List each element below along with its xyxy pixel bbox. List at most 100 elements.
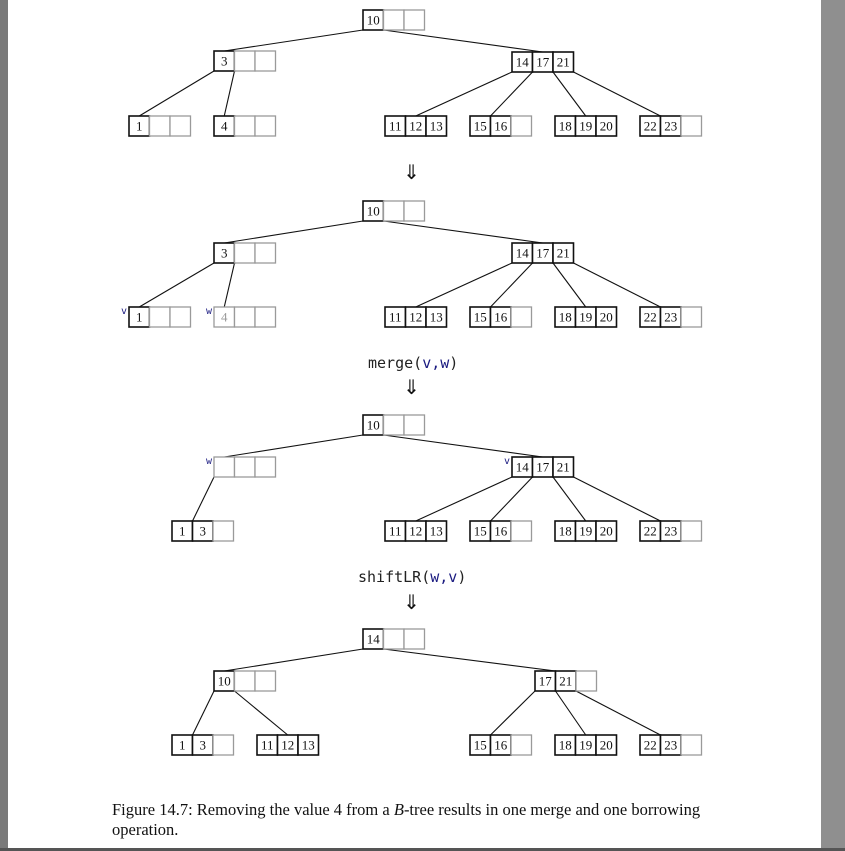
- key-cell: [595, 520, 618, 542]
- shift-arguments: w,v: [430, 568, 458, 586]
- node-pointer-label: w: [206, 306, 213, 317]
- page-right-border: [821, 0, 845, 851]
- key-value: 10: [367, 13, 380, 28]
- key-value: 21: [557, 55, 570, 70]
- tree-edge: [490, 690, 536, 736]
- key-value: 12: [409, 524, 422, 539]
- tree-edge: [573, 476, 661, 522]
- key-value: 18: [559, 119, 572, 134]
- key-value: 22: [644, 119, 657, 134]
- key-value: 15: [474, 738, 487, 753]
- key-value: 21: [557, 246, 570, 261]
- key-value: 12: [409, 310, 422, 325]
- node-pointer-label: w: [206, 456, 213, 467]
- key-cell: [552, 51, 575, 73]
- empty-key-cell: [254, 306, 277, 328]
- merge-arguments: v,w: [422, 354, 450, 372]
- key-value: 16: [494, 310, 508, 325]
- caption-text-after: -tree results in one merge and one borro…: [112, 800, 701, 839]
- key-value: 14: [516, 246, 530, 261]
- key-value: 14: [516, 460, 530, 475]
- btree-node: 10: [362, 414, 426, 436]
- tree-edge: [223, 70, 236, 117]
- key-value: 23: [664, 738, 677, 753]
- key-value: 18: [559, 738, 572, 753]
- btree-node: 1: [128, 115, 192, 137]
- key-value: 22: [644, 738, 657, 753]
- key-value: 12: [281, 738, 294, 753]
- key-value: 22: [644, 524, 657, 539]
- empty-key-cell: [148, 115, 171, 137]
- key-value: 10: [218, 674, 231, 689]
- key-cell: [425, 520, 448, 542]
- key-value: 16: [494, 738, 508, 753]
- transition-arrow-3: ⇓: [403, 590, 420, 614]
- empty-key-cell: [680, 306, 703, 328]
- empty-key-cell: [233, 456, 256, 478]
- shift-operation-label: shiftLR(w,v): [358, 568, 466, 586]
- empty-key-cell: [212, 734, 235, 756]
- tree-edge: [415, 476, 513, 522]
- tree-edge: [192, 690, 215, 736]
- transition-arrow-1: ⇓: [403, 160, 420, 184]
- key-value: 3: [221, 54, 228, 69]
- key-value: 13: [302, 738, 315, 753]
- btree-node: 22 23: [639, 734, 703, 756]
- key-value: 1: [179, 738, 186, 753]
- empty-key-cell: [233, 115, 256, 137]
- key-value: 14: [516, 55, 530, 70]
- tree-edge: [383, 648, 556, 672]
- tree-edge: [552, 262, 587, 308]
- key-value: 16: [494, 524, 508, 539]
- empty-key-cell: [254, 456, 277, 478]
- key-value: 15: [474, 310, 487, 325]
- key-cell: [595, 115, 618, 137]
- empty-key-cell: [510, 520, 533, 542]
- key-value: 13: [430, 310, 443, 325]
- key-value: 1: [179, 524, 186, 539]
- empty-key-cell: [169, 115, 192, 137]
- shift-function-name: shiftLR: [358, 568, 422, 586]
- caption-italic-b: B: [393, 800, 404, 819]
- merge-close-paren: ): [449, 354, 459, 372]
- key-value: 13: [430, 119, 443, 134]
- key-value: 12: [409, 119, 422, 134]
- tree-edge: [575, 690, 661, 736]
- btree-node: 4w: [206, 306, 277, 328]
- key-value: 20: [600, 119, 613, 134]
- key-value: 17: [539, 674, 553, 689]
- key-cell: [425, 306, 448, 328]
- key-value: 21: [557, 460, 570, 475]
- key-value: 1: [136, 310, 143, 325]
- tree-edge: [552, 476, 587, 522]
- btree-node: 11 12 13: [384, 115, 448, 137]
- empty-key-cell: [233, 50, 256, 72]
- key-value: 19: [579, 310, 592, 325]
- empty-key-cell: [148, 306, 171, 328]
- caption-label: Figure 14.7:: [112, 800, 193, 819]
- tree-edge: [224, 434, 364, 458]
- key-value: 15: [474, 119, 487, 134]
- tree-edge: [490, 476, 533, 522]
- btree-node: 3: [213, 50, 277, 72]
- key-value: 20: [600, 524, 613, 539]
- key-value: 10: [367, 204, 380, 219]
- key-value: 11: [389, 119, 402, 134]
- tree-edge: [415, 262, 513, 308]
- empty-key-cell: [382, 200, 405, 222]
- tree-edge: [383, 29, 543, 53]
- empty-key-cell: [254, 50, 277, 72]
- empty-key-cell: [254, 670, 277, 692]
